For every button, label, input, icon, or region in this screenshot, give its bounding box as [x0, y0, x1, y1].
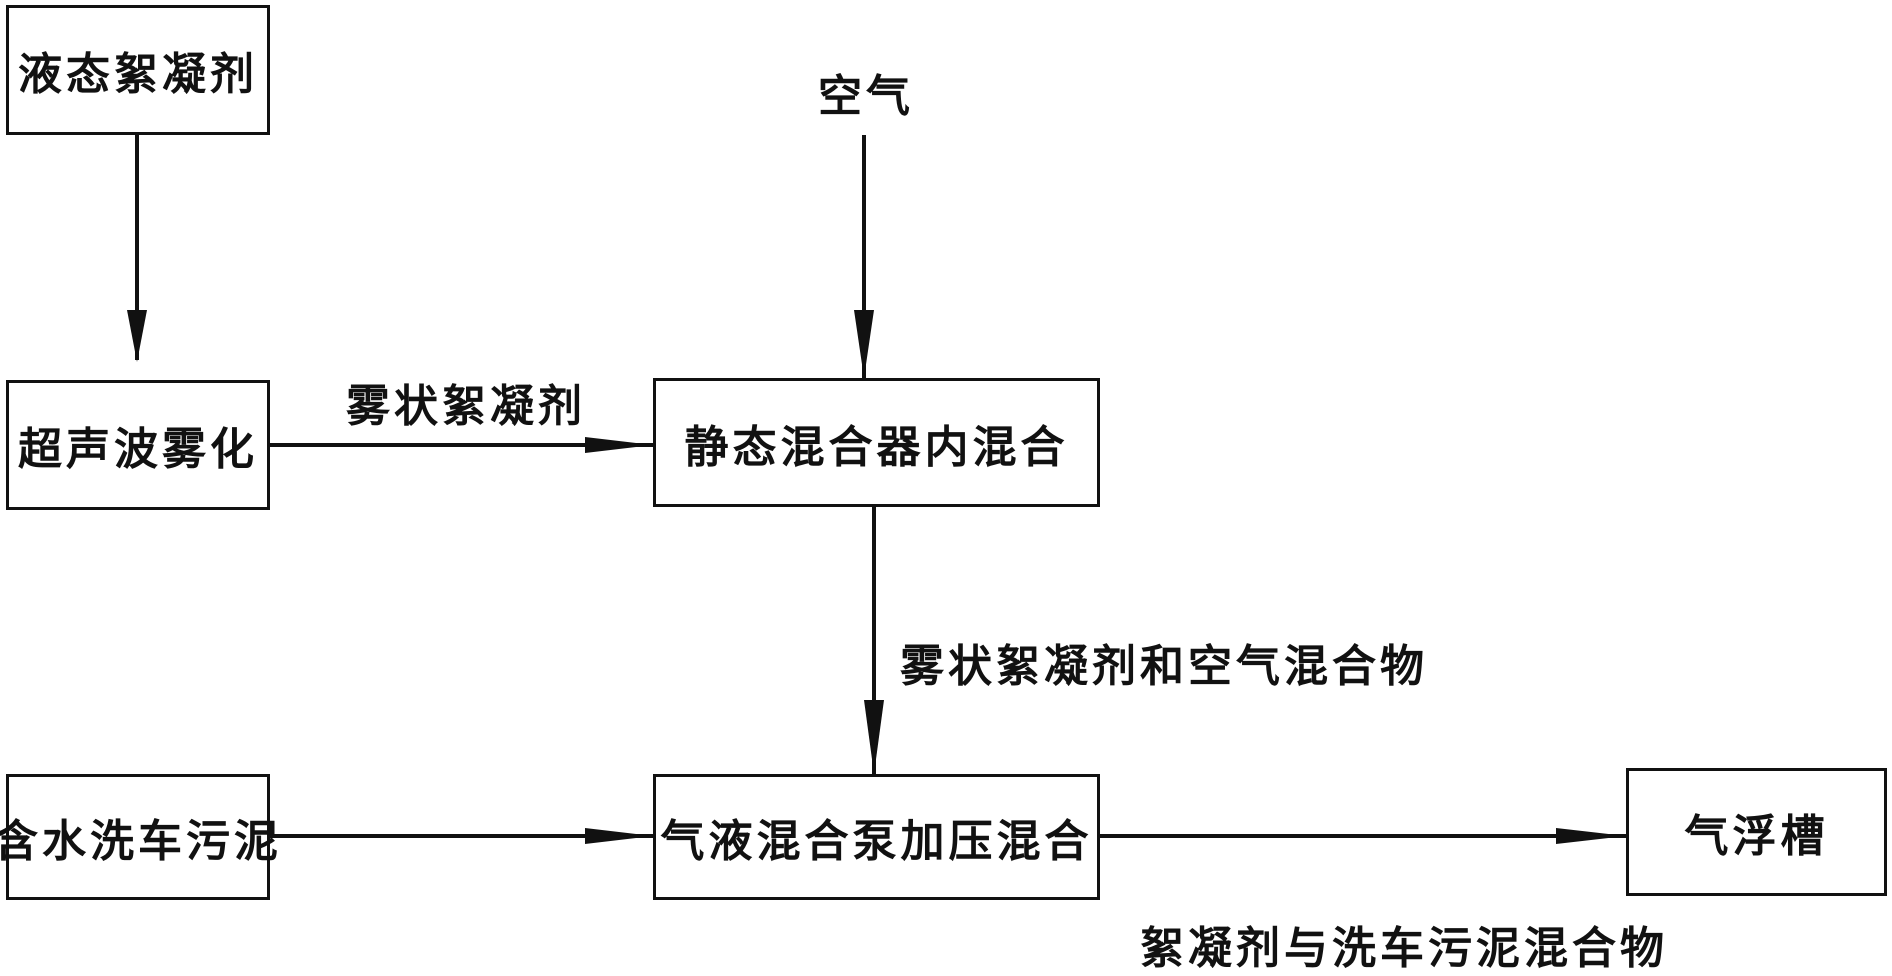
- ultrasonic-atomization-label: 超声波雾化: [18, 424, 258, 475]
- air-label: 空气: [818, 71, 914, 122]
- ultrasonic-atomization-box: 超声波雾化: [6, 380, 270, 510]
- arrowhead-mixer-left: [585, 437, 653, 453]
- wet-sludge-box: 含水洗车污泥: [0, 774, 278, 900]
- arrowhead-pump-left: [585, 828, 653, 844]
- arrowhead-atomization: [127, 310, 147, 362]
- atomized-flocculant-label: 雾状絮凝剂: [346, 381, 586, 432]
- static-mixer-label: 静态混合器内混合: [684, 421, 1069, 473]
- arrowhead-mixer-top: [854, 310, 874, 378]
- flocculant-sludge-mixture-label: 絮凝剂与洗车污泥混合物: [1140, 923, 1668, 974]
- pump-mixing-box: 气液混合泵加压混合: [653, 774, 1100, 900]
- atomized-air-mixture-label: 雾状絮凝剂和空气混合物: [900, 641, 1428, 692]
- static-mixer-box: 静态混合器内混合: [653, 378, 1100, 507]
- arrowhead-pump-top: [864, 700, 884, 774]
- liquid-flocculant-box: 液态絮凝剂: [6, 5, 270, 135]
- liquid-flocculant-label: 液态絮凝剂: [18, 49, 258, 100]
- flotation-tank-label: 气浮槽: [1684, 811, 1829, 862]
- pump-mixing-label: 气液混合泵加压混合: [660, 816, 1093, 867]
- arrowhead-tank: [1556, 828, 1626, 844]
- flotation-tank-box: 气浮槽: [1626, 768, 1887, 896]
- wet-sludge-label: 含水洗车污泥: [0, 816, 282, 867]
